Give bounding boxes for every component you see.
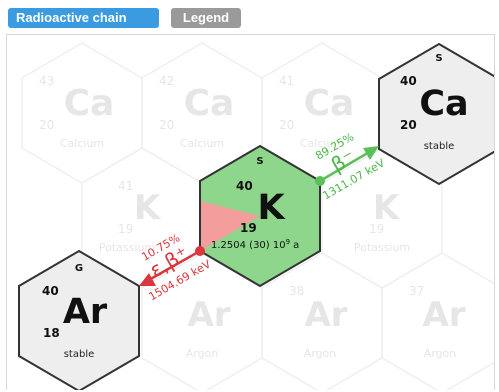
ghost-name: Calcium (300, 137, 344, 150)
beta-minus-arrowhead (363, 146, 379, 160)
ghost-symbol: Ar (422, 295, 465, 335)
ca40-z: 20 (400, 118, 417, 132)
ghost-z: 19 (118, 222, 133, 236)
ca40-hexagon (378, 42, 494, 186)
ghost-z: 20 (39, 118, 54, 132)
ghost-name: Calcium (180, 137, 224, 150)
decay-chain-diagram: 43 20 Ca Calcium 42 20 Ca Calcium 41 20 … (18, 42, 495, 390)
ghost-mass: 41 (279, 74, 294, 88)
ca40-symbol: Ca (419, 84, 468, 124)
ghost-mass: 38 (289, 284, 304, 298)
ec-origin-dot (195, 246, 205, 256)
k40-mode-badge: S (256, 156, 263, 167)
ghost-mass: 41 (118, 179, 133, 193)
nuclide-cell-ca40[interactable]: S 40 20 Ca stable (378, 42, 495, 186)
ghost-mass: 43 (39, 74, 54, 88)
ghost-name: Potassium (99, 241, 155, 254)
tab-legend[interactable]: Legend (171, 8, 241, 28)
decay-chain-panel: 43 20 Ca Calcium 42 20 Ca Calcium 41 20 … (6, 34, 495, 390)
ar40-z: 18 (43, 326, 60, 340)
ghost-z: 20 (159, 118, 174, 132)
ca40-mode-badge: S (435, 53, 442, 64)
ghost-z: 19 (369, 222, 384, 236)
ar40-symbol: Ar (63, 292, 108, 332)
beta-minus-origin-dot (315, 176, 325, 186)
ca40-mass: 40 (400, 74, 417, 88)
k40-ec-branch-wedge (200, 201, 260, 251)
ghost-name: Argon (424, 347, 457, 360)
k40-symbol: K (257, 188, 286, 228)
ghost-name: Potassium (354, 241, 410, 254)
tab-radioactive-chain[interactable]: Radioactive chain (8, 8, 159, 28)
ghost-symbol: Ca (184, 83, 235, 124)
ghost-symbol: Ar (187, 295, 230, 335)
ghost-mass: 42 (159, 74, 174, 88)
nuclide-cell-ar40[interactable]: G 40 18 Ar stable (18, 249, 140, 390)
ca40-status: stable (424, 141, 455, 152)
ghost-mass: 37 (409, 284, 424, 298)
ghost-symbol: Ca (64, 83, 115, 124)
ar40-mass: 40 (42, 284, 59, 298)
ar40-mode-badge: G (75, 263, 83, 274)
ghost-symbol: Ar (304, 295, 347, 335)
ghost-cell-ar37 (381, 252, 494, 390)
ghost-name: Calcium (60, 137, 104, 150)
k40-mass: 40 (236, 179, 253, 193)
ec-arrowhead (139, 273, 156, 286)
ghost-symbol: K (134, 188, 162, 228)
ghost-name: Argon (186, 347, 219, 360)
ar40-status: stable (64, 349, 95, 360)
ghost-symbol: Ca (304, 83, 355, 124)
k40-z: 19 (240, 221, 257, 235)
ghost-symbol: K (373, 188, 401, 228)
ghost-z: 20 (279, 118, 294, 132)
ghost-name: Argon (304, 347, 337, 360)
